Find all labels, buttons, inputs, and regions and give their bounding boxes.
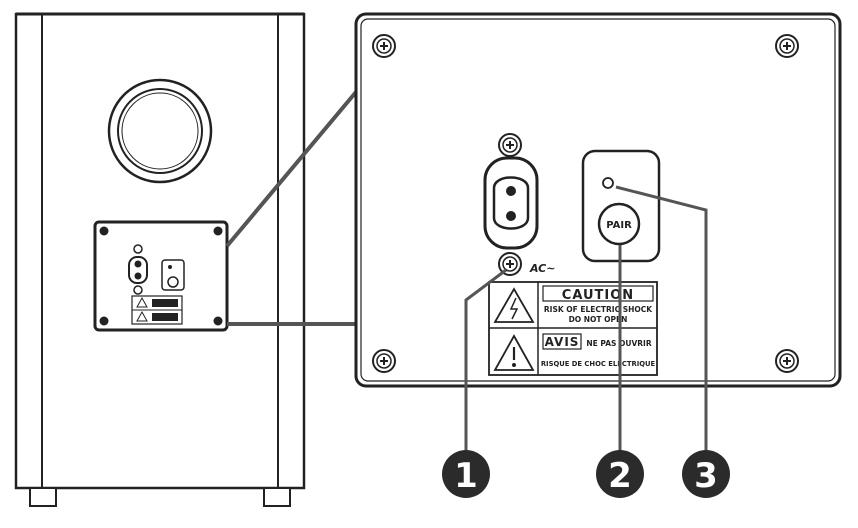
callout-1: 1 bbox=[442, 450, 490, 498]
avis-line-2: RISQUE DE CHOC ELECTRIQUE bbox=[541, 360, 656, 368]
warning-label bbox=[488, 281, 658, 376]
zoom-lines bbox=[225, 90, 358, 326]
caution-warning-triangle bbox=[493, 334, 535, 371]
screw-bottom-right bbox=[775, 349, 799, 373]
callout-2-badge bbox=[596, 450, 644, 498]
bass-port-outer bbox=[107, 78, 213, 184]
mini-led bbox=[168, 265, 172, 269]
corner-screws bbox=[372, 34, 799, 373]
callout-2-number: 2 bbox=[608, 456, 632, 496]
mini-inlet-pin bbox=[134, 260, 142, 268]
screw-bottom-left bbox=[372, 349, 396, 373]
callout-1-number: 1 bbox=[454, 456, 478, 496]
status-led bbox=[602, 177, 614, 189]
small-panel-screw bbox=[99, 226, 109, 236]
subwoofer-rear bbox=[14, 12, 306, 507]
avis-title: AVIS bbox=[545, 335, 580, 349]
inlet-pin bbox=[506, 186, 516, 196]
callout-1-badge bbox=[442, 450, 490, 498]
shock-warning-triangle bbox=[493, 287, 535, 323]
zoom-line-top bbox=[225, 90, 358, 248]
leader-line-1 bbox=[464, 268, 507, 454]
screw-top-right bbox=[775, 34, 799, 58]
mini-warning-triangle bbox=[136, 296, 148, 308]
foot-left bbox=[29, 487, 57, 507]
small-panel-screw bbox=[213, 316, 223, 326]
mini-inlet-pin bbox=[134, 272, 142, 280]
callout-leaders bbox=[464, 185, 708, 454]
mini-inlet-screw bbox=[133, 244, 143, 254]
mini-inlet-screw bbox=[133, 285, 143, 295]
screw-top-left bbox=[372, 34, 396, 58]
bass-port-rim bbox=[121, 92, 199, 170]
ac-power-inlet bbox=[483, 133, 539, 276]
small-connection-panel bbox=[93, 220, 229, 332]
callout-3-number: 3 bbox=[694, 456, 718, 496]
enlarged-rear-panel: AC~ PAIR CAUTION RISK OF ELECTRIC SHOCK … bbox=[354, 12, 842, 388]
pair-button-label: PAIR bbox=[606, 220, 632, 231]
caution-title: CAUTION bbox=[562, 288, 634, 303]
mini-pair-box bbox=[161, 259, 185, 291]
leader-line-3 bbox=[615, 185, 708, 454]
inlet-pin bbox=[506, 211, 516, 221]
ac-label: AC~ bbox=[529, 262, 555, 275]
callout-3-badge bbox=[682, 450, 730, 498]
callout-2: 2 bbox=[596, 450, 644, 498]
caution-line-2: DO NOT OPEN bbox=[569, 315, 628, 324]
caution-line-1: RISK OF ELECTRIC SHOCK bbox=[544, 305, 653, 314]
inlet-screw-top bbox=[498, 133, 522, 157]
mini-pair-button bbox=[167, 276, 179, 288]
inlet-socket bbox=[492, 176, 530, 230]
foot-right bbox=[263, 487, 291, 507]
bass-port-inner bbox=[117, 88, 203, 174]
small-panel-screw bbox=[213, 226, 223, 236]
mini-warning-triangle bbox=[136, 310, 148, 322]
pair-box: PAIR bbox=[581, 149, 661, 263]
pair-button[interactable]: PAIR bbox=[597, 202, 641, 246]
lightning-bolt-icon bbox=[509, 297, 519, 320]
callout-3: 3 bbox=[682, 450, 730, 498]
mini-ac-inlet bbox=[128, 256, 148, 284]
small-panel-screw bbox=[99, 316, 109, 326]
